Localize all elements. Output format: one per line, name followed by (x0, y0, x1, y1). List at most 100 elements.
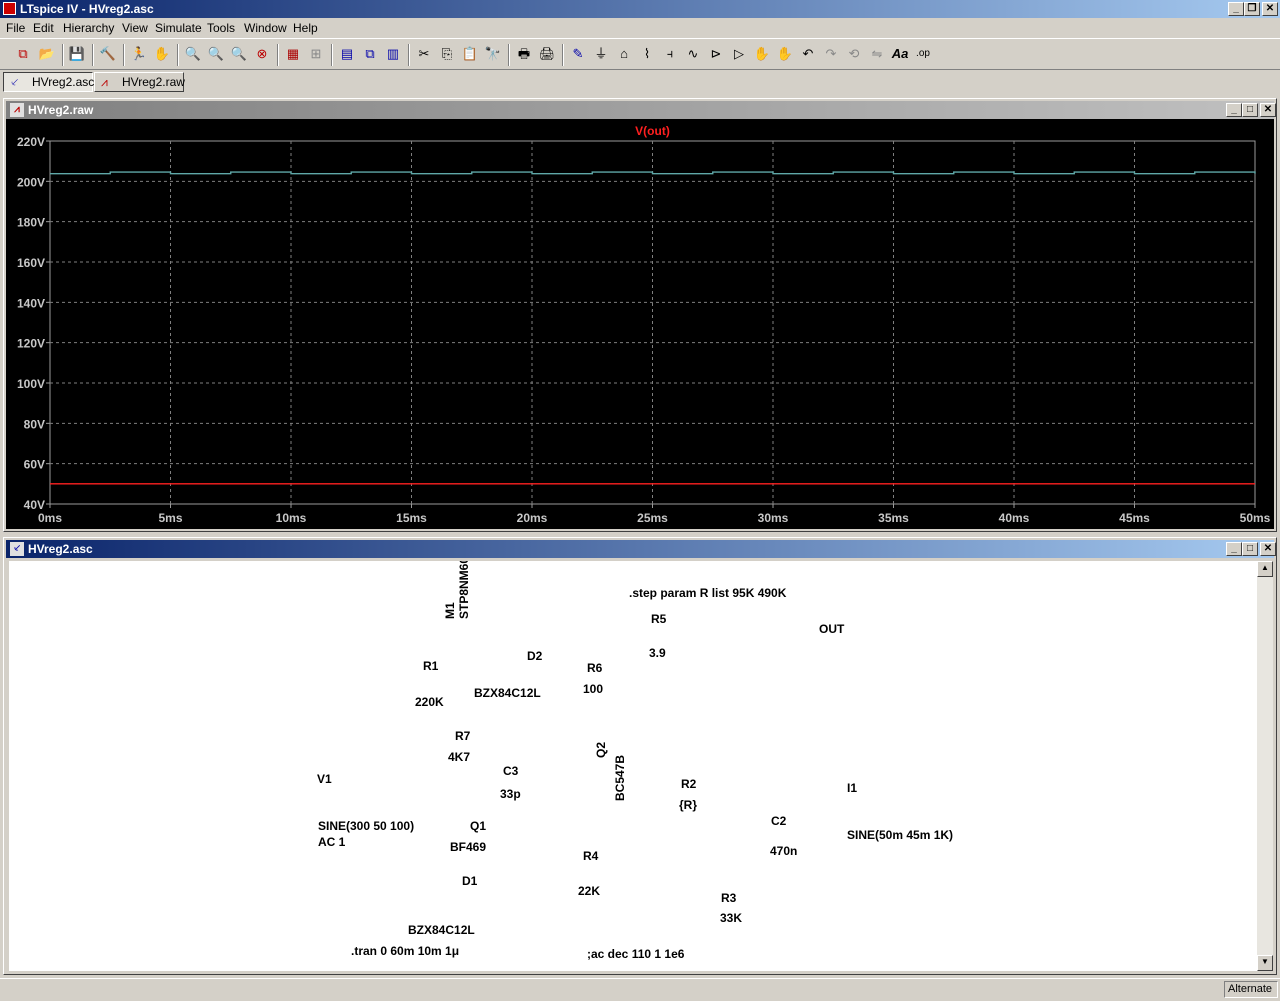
r4-ref[interactable]: R4 (583, 849, 599, 863)
tran-directive[interactable]: .tran 0 60m 10m 1μ (351, 944, 460, 958)
run-icon[interactable]: 🏃 (130, 46, 148, 61)
diode-icon[interactable]: ⊳ (710, 46, 722, 61)
q2-ref[interactable]: Q2 (594, 741, 608, 758)
d2-ref[interactable]: D2 (527, 649, 543, 663)
menu-view[interactable]: View (122, 21, 148, 35)
undo-icon[interactable]: ↶ (802, 46, 814, 61)
menu-help[interactable]: Help (293, 21, 318, 35)
maximize-button[interactable]: □ (1242, 103, 1258, 117)
tile-horizontal-icon[interactable]: ▤ (340, 46, 354, 61)
vertical-scrollbar[interactable]: ▲ ▼ (1257, 561, 1273, 971)
find-icon[interactable]: 🔭 (484, 46, 502, 61)
v1-value[interactable]: SINE(300 50 100) (318, 819, 415, 833)
cut-icon[interactable]: ✂ (418, 46, 430, 61)
r1-ref[interactable]: R1 (423, 659, 439, 673)
restore-button[interactable]: ❐ (1244, 2, 1260, 16)
grid-icon[interactable]: ⊞ (310, 46, 322, 61)
ground-icon[interactable]: ⏚ (594, 46, 608, 61)
menu-file[interactable]: File (6, 21, 26, 35)
r4-value[interactable]: 22K (578, 884, 601, 898)
tab-hvreg2-raw[interactable]: ⩘ HVreg2.raw (94, 72, 185, 92)
control-panel-icon[interactable]: 🔨 (99, 46, 117, 61)
schematic-canvas[interactable]: .step param R list 95K 490K .tran 0 60m 1… (9, 561, 1257, 971)
ac-directive[interactable]: ;ac dec 110 1 1e6 (587, 947, 685, 961)
q1-ref[interactable]: Q1 (470, 819, 487, 833)
d2-value[interactable]: BZX84C12L (474, 686, 541, 700)
minimize-button[interactable]: _ (1226, 103, 1242, 117)
menu-window[interactable]: Window (244, 21, 287, 35)
scroll-down-button[interactable]: ▼ (1257, 955, 1273, 971)
net-label-out[interactable]: OUT (819, 622, 845, 636)
m1-value[interactable]: STP8NM60 (457, 561, 471, 619)
zoom-fit-icon[interactable]: ⊗ (256, 46, 268, 61)
close-button[interactable]: ✕ (1260, 542, 1276, 556)
m1-ref[interactable]: M1 (443, 602, 457, 619)
menu-hierarchy[interactable]: Hierarchy (63, 21, 115, 35)
zoom-in-icon[interactable]: 🔍 (184, 46, 202, 61)
q2-value[interactable]: BC547B (613, 754, 627, 801)
c3-ref[interactable]: C3 (503, 764, 519, 778)
copy-icon[interactable]: ⎘ (441, 46, 453, 61)
r1-value[interactable]: 220K (415, 695, 444, 709)
c2-ref[interactable]: C2 (771, 814, 787, 828)
menu-tools[interactable]: Tools (207, 21, 236, 35)
component-icon[interactable]: ▷ (734, 46, 744, 61)
v1-value2[interactable]: AC 1 (318, 835, 346, 849)
zoom-pan-icon[interactable]: 🔍 (207, 46, 225, 61)
paste-icon[interactable]: 📋 (461, 46, 479, 61)
q1-value[interactable]: BF469 (450, 840, 487, 854)
r7-value[interactable]: 4K7 (448, 750, 471, 764)
print-setup-icon[interactable]: 🖶 (517, 46, 531, 61)
text-icon[interactable]: Aa (891, 46, 909, 61)
menu-simulate[interactable]: Simulate (155, 21, 202, 35)
maximize-button[interactable]: □ (1242, 542, 1258, 556)
r7-ref[interactable]: R7 (455, 729, 471, 743)
minimize-button[interactable]: _ (1226, 542, 1242, 556)
i1-ref[interactable]: I1 (847, 781, 858, 795)
d1-ref[interactable]: D1 (462, 874, 478, 888)
spice-directive-icon[interactable]: .op (916, 48, 930, 59)
cascade-icon[interactable]: ⧉ (365, 46, 375, 61)
v1-ref[interactable]: V1 (317, 772, 332, 786)
redo-icon[interactable]: ↷ (825, 46, 837, 61)
c3-value[interactable]: 33p (500, 787, 521, 801)
r6-ref[interactable]: R6 (587, 661, 603, 675)
autorange-icon[interactable]: ▦ (286, 46, 300, 61)
r2-value[interactable]: {R} (679, 798, 698, 812)
r5-value[interactable]: 3.9 (649, 646, 666, 660)
r3-value[interactable]: 33K (720, 911, 743, 925)
close-button[interactable]: ✕ (1262, 2, 1278, 16)
inductor-icon[interactable]: ∿ (687, 46, 699, 61)
label-net-icon[interactable]: ⌂ (620, 46, 628, 61)
move-icon[interactable]: ✋ (753, 46, 771, 61)
series-trace-1[interactable] (50, 171, 1256, 175)
r2-ref[interactable]: R2 (681, 777, 697, 791)
menu-edit[interactable]: Edit (33, 21, 54, 35)
trace-label-vout[interactable]: V(out) (635, 124, 670, 138)
i1-value[interactable]: SINE(50m 45m 1K) (847, 828, 954, 842)
r3-ref[interactable]: R3 (721, 891, 737, 905)
c2-value[interactable]: 470n (770, 844, 798, 858)
print-icon[interactable]: 🖨 (538, 46, 556, 61)
resistor-icon[interactable]: ⌇ (643, 46, 651, 61)
r5-ref[interactable]: R5 (651, 612, 667, 626)
close-button[interactable]: ✕ (1260, 103, 1276, 117)
new-schematic-icon[interactable]: ⧉ (18, 46, 28, 61)
drag-icon[interactable]: ✋ (776, 46, 794, 61)
step-directive[interactable]: .step param R list 95K 490K (629, 586, 787, 600)
rotate-icon[interactable]: ⟲ (848, 46, 860, 61)
capacitor-icon[interactable]: ⫞ (666, 46, 674, 61)
d1-value[interactable]: BZX84C12L (408, 923, 475, 937)
open-icon[interactable]: 📂 (38, 46, 56, 61)
save-icon[interactable]: 💾 (68, 46, 86, 61)
minimize-button[interactable]: _ (1228, 2, 1244, 16)
wire-icon[interactable]: ✎ (572, 46, 584, 61)
scroll-up-button[interactable]: ▲ (1257, 561, 1273, 577)
zoom-out-icon[interactable]: 🔍 (230, 46, 248, 61)
halt-icon[interactable]: ✋ (153, 46, 171, 61)
mirror-icon[interactable]: ⇋ (871, 46, 883, 61)
tile-vertical-icon[interactable]: ▥ (386, 46, 400, 61)
tab-hvreg2-asc[interactable]: ⸔ HVreg2.asc (3, 72, 94, 92)
r6-value[interactable]: 100 (583, 682, 604, 696)
